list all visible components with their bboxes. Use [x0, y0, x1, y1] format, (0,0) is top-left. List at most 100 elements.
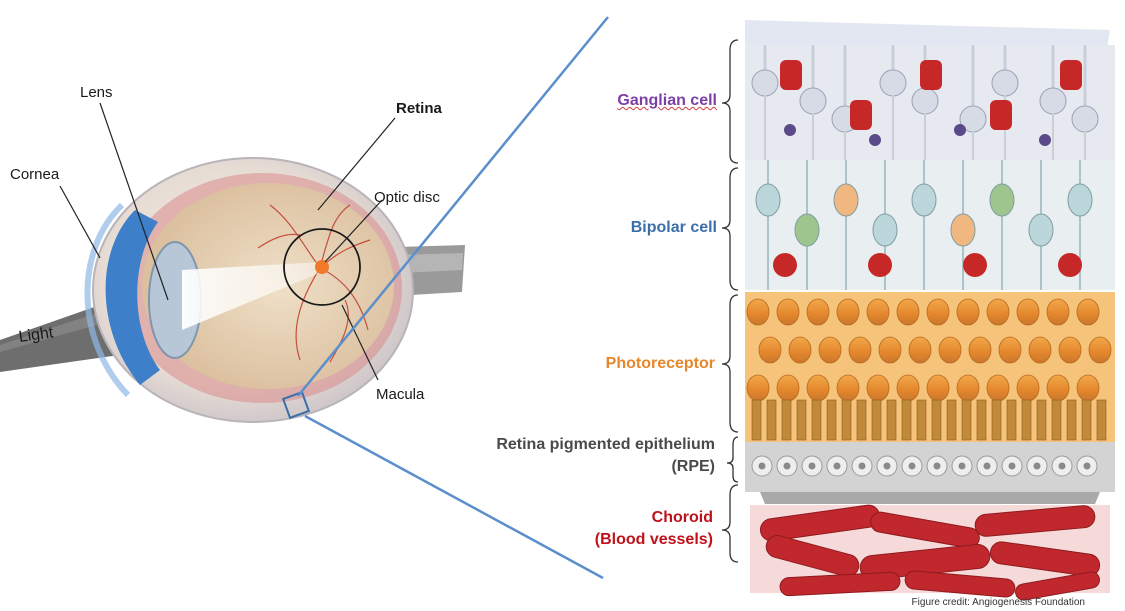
- capillary: [963, 253, 987, 277]
- photoreceptor-outer-segment: [962, 400, 971, 440]
- rpe-nucleus: [1084, 463, 1091, 470]
- capillary: [990, 100, 1012, 130]
- photoreceptor-body: [957, 299, 979, 325]
- amacrine-cell: [1039, 134, 1051, 146]
- capillary: [868, 253, 892, 277]
- photoreceptor-outer-segment: [767, 400, 776, 440]
- ganglion-cell: [992, 70, 1018, 96]
- brace-rpe: [727, 437, 738, 482]
- photoreceptor-body: [747, 375, 769, 401]
- photoreceptor-outer-segment: [752, 400, 761, 440]
- brace-ganglion: [722, 40, 738, 163]
- photoreceptor-body: [807, 299, 829, 325]
- photoreceptor-outer-segment: [1082, 400, 1091, 440]
- amacrine-cell: [784, 124, 796, 136]
- photoreceptor-body: [1077, 375, 1099, 401]
- photoreceptor-body: [879, 337, 901, 363]
- bipolar-cells: [756, 160, 1092, 290]
- rpe-nucleus: [1009, 463, 1016, 470]
- ganglion-cell: [800, 88, 826, 114]
- rpe-nucleus: [884, 463, 891, 470]
- bipolar-cell: [756, 184, 780, 216]
- photoreceptor-body: [777, 299, 799, 325]
- rpe-nucleus: [959, 463, 966, 470]
- rpe-nucleus: [784, 463, 791, 470]
- photoreceptor-body: [867, 299, 889, 325]
- label-macula: Macula: [376, 387, 424, 402]
- photoreceptor-body: [999, 337, 1021, 363]
- photoreceptor-body: [957, 375, 979, 401]
- photoreceptor-body: [1089, 337, 1111, 363]
- photoreceptor-body: [777, 375, 799, 401]
- optic-disc: [315, 260, 329, 274]
- brace-bipolar: [722, 168, 738, 290]
- label-rpe-line2: (RPE): [496, 456, 715, 478]
- label-retina: Retina: [396, 101, 442, 116]
- photoreceptor-body: [789, 337, 811, 363]
- rpe-nucleus: [934, 463, 941, 470]
- photoreceptor-body: [1047, 299, 1069, 325]
- photoreceptor-outer-segment: [1037, 400, 1046, 440]
- bruchs-membrane: [760, 492, 1100, 504]
- photoreceptor-outer-segment: [827, 400, 836, 440]
- rpe-nucleus: [834, 463, 841, 470]
- capillary: [920, 60, 942, 90]
- capillary: [773, 253, 797, 277]
- photoreceptor-body: [1017, 375, 1039, 401]
- photoreceptor-body: [897, 299, 919, 325]
- photoreceptor-outer-segment: [887, 400, 896, 440]
- photoreceptor-outer-segment: [992, 400, 1001, 440]
- capillary: [1060, 60, 1082, 90]
- rpe-nucleus: [809, 463, 816, 470]
- photoreceptor-body: [819, 337, 841, 363]
- photoreceptor-body: [1029, 337, 1051, 363]
- photoreceptor-body: [927, 299, 949, 325]
- photoreceptor-body: [1077, 299, 1099, 325]
- label-ganglion-cell: Ganglian cell: [617, 93, 717, 109]
- photoreceptor-outer-segment: [932, 400, 941, 440]
- photoreceptor-body: [867, 375, 889, 401]
- photoreceptor-outer-segment: [797, 400, 806, 440]
- label-rpe: Retina pigmented epithelium (RPE): [496, 434, 715, 478]
- rpe-nucleus: [984, 463, 991, 470]
- photoreceptor-body: [747, 299, 769, 325]
- label-cornea: Cornea: [10, 167, 59, 182]
- photoreceptor-outer-segment: [917, 400, 926, 440]
- retina-layers-illustration: [745, 20, 1115, 601]
- bipolar-cell: [951, 214, 975, 246]
- amacrine-cell: [954, 124, 966, 136]
- photoreceptor-outer-segment: [1022, 400, 1031, 440]
- photoreceptor-body: [987, 299, 1009, 325]
- ganglion-cell: [1040, 88, 1066, 114]
- photoreceptor-outer-segment: [902, 400, 911, 440]
- photoreceptor-body: [837, 375, 859, 401]
- bipolar-cell: [912, 184, 936, 216]
- amacrine-cell: [869, 134, 881, 146]
- photoreceptor-body: [909, 337, 931, 363]
- label-photoreceptor: Photoreceptor: [606, 356, 715, 372]
- photoreceptor-body: [1047, 375, 1069, 401]
- cornea-leader: [60, 186, 100, 258]
- photoreceptor-outer-segment: [977, 400, 986, 440]
- photoreceptor-body: [807, 375, 829, 401]
- rpe-nucleus: [909, 463, 916, 470]
- bipolar-cell: [795, 214, 819, 246]
- label-choroid-line2: (Blood vessels): [595, 529, 713, 551]
- photoreceptor-body: [1059, 337, 1081, 363]
- photoreceptor-outer-segment: [872, 400, 881, 440]
- photoreceptor-outer-segment: [812, 400, 821, 440]
- layer-braces: [722, 40, 738, 562]
- bipolar-cell: [1029, 214, 1053, 246]
- photoreceptor-outer-segment: [1007, 400, 1016, 440]
- capillary: [1058, 253, 1082, 277]
- bipolar-cell: [834, 184, 858, 216]
- photoreceptor-body: [837, 299, 859, 325]
- photoreceptor-body: [1017, 299, 1039, 325]
- photoreceptor-body: [759, 337, 781, 363]
- photoreceptor-outer-segment: [857, 400, 866, 440]
- photoreceptor-outer-segment: [782, 400, 791, 440]
- label-lens: Lens: [80, 85, 113, 100]
- label-optic-disc: Optic disc: [374, 190, 440, 205]
- photoreceptor-outer-segment: [1067, 400, 1076, 440]
